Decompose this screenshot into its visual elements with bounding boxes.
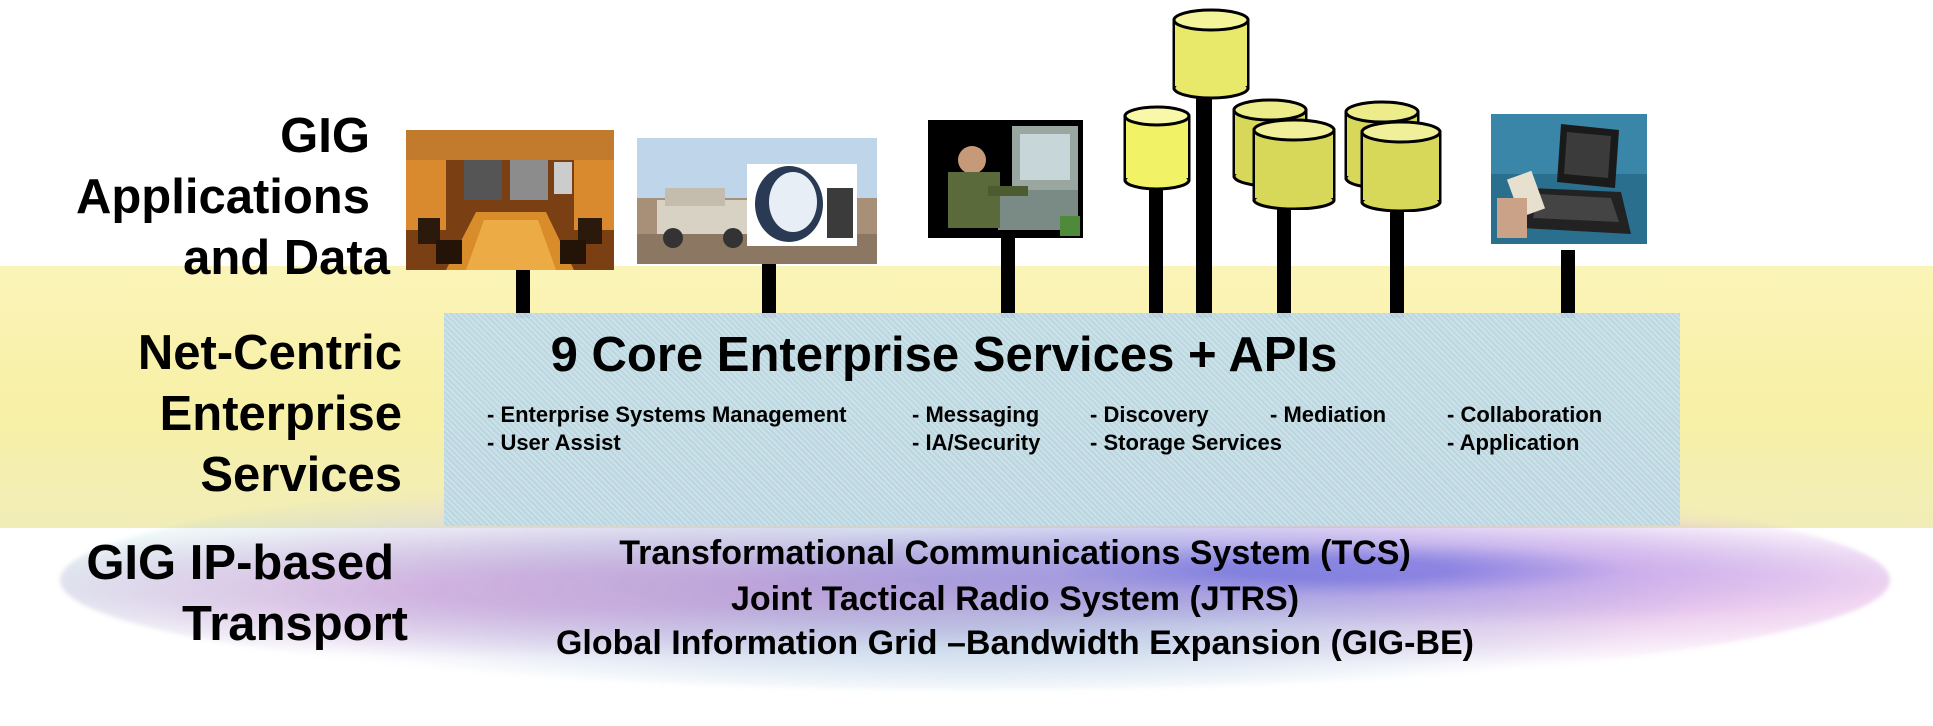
connector-pole bbox=[762, 264, 776, 318]
connector-pole bbox=[1390, 196, 1404, 318]
connector-pole bbox=[1149, 180, 1163, 318]
connector-pole bbox=[1561, 250, 1575, 318]
laptop-device-photo bbox=[1491, 114, 1647, 244]
database-cylinder bbox=[1123, 104, 1191, 197]
transport-tcs: Transformational Communications System (… bbox=[619, 534, 1411, 572]
service-mediation: - Mediation bbox=[1270, 402, 1387, 427]
service-enterprise-systems-management: - Enterprise Systems Management bbox=[487, 402, 847, 427]
services-label-line-2: Enterprise bbox=[159, 387, 402, 441]
services-layer-label: Net-Centric Enterprise Services bbox=[90, 323, 402, 506]
transport-jtrs: Joint Tactical Radio System (JTRS) bbox=[730, 580, 1300, 618]
connector-pole bbox=[1196, 88, 1212, 318]
service-collaboration: - Collaboration bbox=[1447, 402, 1603, 427]
applications-label-line-2: Applications bbox=[75, 170, 370, 224]
service-messaging: - Messaging bbox=[912, 402, 1040, 427]
database-cylinder bbox=[1172, 8, 1250, 105]
service-ia-security: - IA/Security bbox=[912, 430, 1041, 455]
satellite-vehicle-photo bbox=[637, 138, 877, 264]
core-services-panel bbox=[444, 313, 1680, 526]
connector-pole bbox=[1001, 236, 1015, 318]
transport-gig-be: Global Information Grid –Bandwidth Expan… bbox=[555, 624, 1475, 662]
transport-label-line-1: GIG IP-based bbox=[86, 536, 394, 590]
applications-layer-label: GIG Applications and Data bbox=[40, 106, 390, 289]
transport-layer-label: GIG IP-based Transport bbox=[40, 533, 408, 655]
soldier-at-console-photo bbox=[928, 120, 1083, 238]
services-label-line-1: Net-Centric bbox=[137, 326, 402, 380]
conference-room-photo bbox=[406, 130, 614, 270]
service-user-assist: - User Assist bbox=[487, 430, 621, 455]
database-cylinder bbox=[1344, 100, 1444, 217]
transport-label-line-2: Transport bbox=[182, 597, 408, 651]
core-services-title: 9 Core Enterprise Services + APIs bbox=[550, 328, 1338, 382]
connector-pole bbox=[1277, 196, 1291, 318]
service-storage-services: - Storage Services bbox=[1090, 430, 1282, 455]
service-discovery: - Discovery bbox=[1090, 402, 1209, 427]
service-application: - Application bbox=[1447, 430, 1580, 455]
applications-label-line-1: GIG bbox=[280, 109, 370, 163]
services-label-line-3: Services bbox=[200, 448, 402, 502]
connector-pole bbox=[516, 268, 530, 318]
applications-label-line-3: and Data bbox=[183, 231, 390, 285]
database-cylinder bbox=[1232, 98, 1342, 215]
